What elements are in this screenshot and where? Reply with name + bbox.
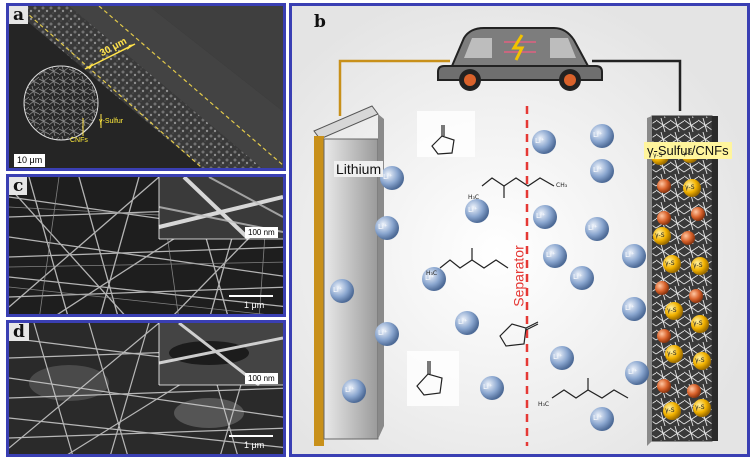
scale-bar-label: 1 μm: [244, 300, 265, 310]
ion-label: Li⁺: [625, 304, 635, 312]
panel-a-sem-cross-section: a 30 μm CNFs γ-Sulfur 10 μm: [6, 3, 286, 171]
ion-label: Li⁺: [593, 131, 603, 139]
methyl-label: H₃C: [426, 270, 438, 277]
sulfur-particle-label: γ-S: [695, 357, 705, 364]
ion-label: Li⁺: [378, 223, 388, 231]
solvent-molecules: [407, 111, 629, 406]
sulfur-particle-label: γ-S: [685, 184, 695, 191]
ion-label: Li⁺: [588, 224, 598, 232]
ion-label: Li⁺: [536, 212, 546, 220]
anode-label: Lithium: [334, 161, 384, 177]
inset-scale-label: 100 nm: [245, 373, 278, 384]
anode-current-collector: [314, 136, 324, 446]
methyl-label: H₃C: [468, 194, 480, 201]
scale-bar: [229, 435, 273, 437]
scale-bar-label: 10 μm: [14, 154, 46, 167]
sulfur-particle-label: γ-S: [667, 350, 677, 357]
ion-label: Li⁺: [468, 206, 478, 214]
ion-label: Li⁺: [425, 274, 435, 282]
panel-label-a: a: [9, 6, 29, 24]
ion-label: Li⁺: [458, 318, 468, 326]
cnfs-label: CNFs: [70, 137, 88, 144]
panel-label-c: c: [9, 177, 28, 195]
panel-d-sem-fibers: d 100 nm 1 μm: [6, 320, 286, 457]
sulfur-particle-label: γ-S: [693, 320, 703, 327]
sulfur-particle-label: γ-S: [683, 150, 693, 157]
sem-fiber-image: [9, 177, 283, 314]
scale-bar: [229, 295, 273, 297]
methyl-label: CH₃: [556, 182, 568, 189]
ion-label: Li⁺: [553, 353, 563, 361]
panel-label-d: d: [9, 323, 29, 341]
car-icon: [437, 27, 603, 91]
scale-bar-label: 1 μm: [244, 440, 265, 450]
sulfur-particle-label: γ-S: [667, 307, 677, 314]
methyl-label: H₃C: [538, 401, 550, 408]
ion-label: Li⁺: [378, 329, 388, 337]
ion-label: Li⁺: [593, 166, 603, 174]
ion-label: Li⁺: [593, 414, 603, 422]
ion-label: Li⁺: [546, 251, 556, 259]
ion-label: Li⁺: [383, 173, 393, 181]
sulfur-particle-label: γ-S: [665, 260, 675, 267]
sulfur-label: γ-Sulfur: [99, 118, 124, 125]
ion-label: Li⁺: [625, 251, 635, 259]
sem-fiber-image: [9, 323, 283, 454]
panel-b-battery-schematic: b Lithium γ-Sulfur/CNFs Separator Li⁺ Li…: [289, 3, 750, 457]
ion-label: Li⁺: [345, 386, 355, 394]
sem-cross-section-image: [9, 6, 283, 168]
sulfur-particle-label: γ-S: [653, 152, 663, 159]
panel-c-sem-fibers: c 100 nm 1 μm: [6, 174, 286, 317]
ion-label: Li⁺: [333, 286, 343, 294]
ion-label: Li⁺: [628, 368, 638, 376]
ion-label: Li⁺: [535, 137, 545, 145]
ion-label: Li⁺: [573, 273, 583, 281]
separator-label: Separator: [510, 245, 527, 307]
sulfur-particle-label: γ-S: [665, 407, 675, 414]
cathode-label: γ-Sulfur/CNFs: [644, 142, 732, 159]
battery-schematic: [292, 6, 747, 454]
sulfur-particle-label: γ-S: [693, 262, 703, 269]
ion-label: Li⁺: [483, 383, 493, 391]
lithium-ions: [330, 124, 649, 431]
sulfur-particle-label: γ-S: [695, 404, 705, 411]
panel-label-b: b: [314, 12, 326, 32]
zoom-inset-circle: [23, 65, 99, 141]
inset-scale-label: 100 nm: [245, 227, 278, 238]
sulfur-particle-label: γ-S: [655, 232, 665, 239]
